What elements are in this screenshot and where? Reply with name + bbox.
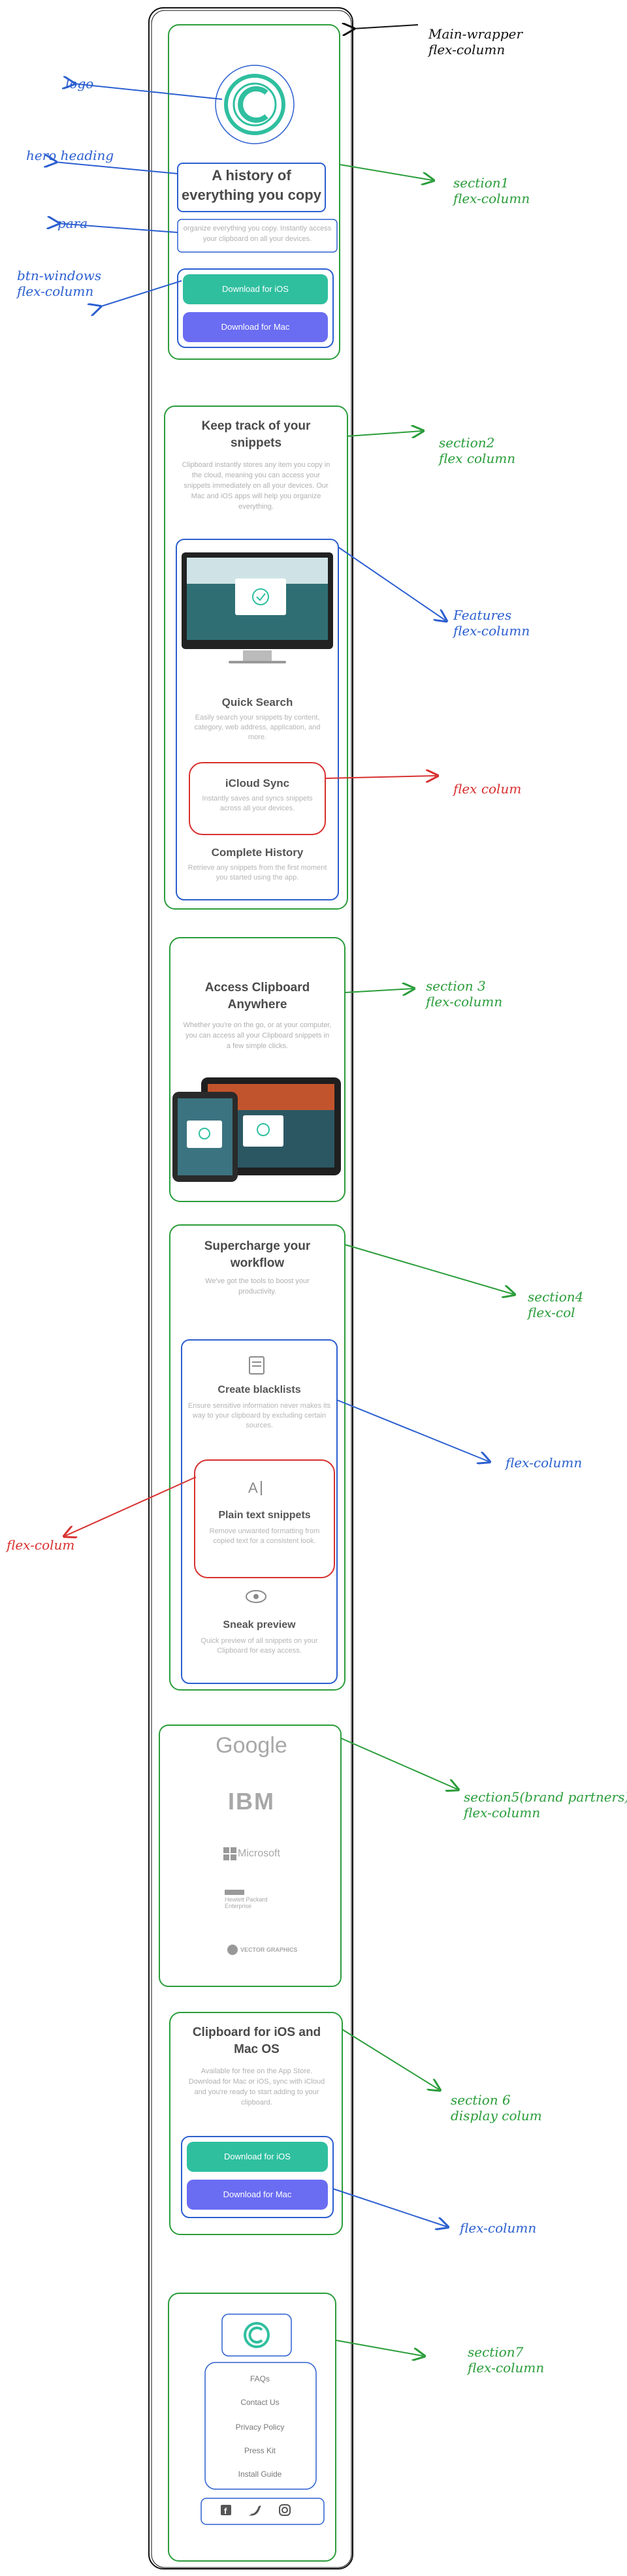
para-outline (177, 219, 338, 253)
footer-logo-icon (244, 2322, 270, 2348)
feature-title-icloud-sync: iCloud Sync (225, 777, 290, 789)
feature-title-complete-history: Complete History (211, 846, 304, 859)
section6-buttons-outline (181, 2136, 334, 2218)
feature-title-quick-search: Quick Search (221, 696, 293, 708)
feature-title-sneak-preview: Sneak preview (223, 1619, 296, 1630)
annotation-flex-colum-plain-text: flex-colum (7, 1537, 75, 1553)
microsoft-logo-icon (223, 1847, 236, 1860)
brand-microsoft: Microsoft (238, 1848, 280, 1859)
section2-outline (164, 405, 348, 910)
imac-illustration (182, 552, 333, 663)
section3-para: Whether you're on the go, or at your com… (183, 1021, 332, 1050)
footer-links-outline (204, 2362, 317, 2490)
section4-para: We've got the tools to boost your produc… (205, 1277, 310, 1296)
annotation-flex-colum-icloud: flex colum (453, 781, 522, 797)
annotation-section6: section 6 display colum (451, 2092, 542, 2123)
annotation-section1: section1 flex-column (453, 175, 530, 206)
brand-hpe: Hewlett Packard Enterprise (225, 1896, 268, 1909)
features-outline (176, 539, 339, 900)
icloud-sync-outline (189, 762, 326, 835)
download-mac-button[interactable]: Download for Mac (183, 312, 328, 342)
feature-text-icloud-sync: Instantly saves and syncs snippets acros… (202, 795, 313, 812)
annotation-section4-features: flex-column (506, 1455, 583, 1471)
section6-download-mac-button[interactable]: Download for Mac (187, 2180, 328, 2210)
brand-vector-graphics: VECTOR GRAPHICS (240, 1947, 298, 1953)
annotation-section2: section2 flex column (439, 435, 516, 466)
annotation-section7: section7 flex-column (468, 2344, 545, 2376)
footer-link-contact[interactable]: Contact Us (240, 2398, 280, 2407)
svg-text:A: A (248, 1480, 258, 1496)
annotation-section3: section 3 flex-column (426, 978, 503, 1010)
footer-link-privacy[interactable]: Privacy Policy (235, 2423, 285, 2432)
devices-illustration (172, 1077, 341, 1182)
btn-windows-outline (177, 268, 334, 348)
footer-social-outline (201, 2498, 325, 2525)
annotation-para: para (57, 215, 88, 231)
footer-logo-outline (221, 2314, 292, 2357)
facebook-icon: f (221, 2505, 231, 2516)
hero-heading: A history of everything you copy (182, 167, 321, 203)
section4-features-outline (181, 1339, 338, 1684)
feature-text-sneak-preview: Quick preview of all snippets on your Cl… (201, 1637, 318, 1655)
annotation-main-wrapper: Main-wrapper flex-column (428, 26, 523, 57)
hero-heading-outline (177, 163, 326, 212)
instagram-icon (279, 2504, 291, 2516)
vector-graphics-logo-icon (227, 1945, 238, 1955)
text-icon: A (248, 1480, 262, 1496)
feature-text-quick-search: Easily search your snippets by content, … (194, 714, 321, 741)
twitter-icon (248, 2505, 261, 2516)
section2-para: Clipboard instantly stores any item you … (182, 461, 330, 511)
plain-text-outline (194, 1459, 335, 1578)
section6-download-ios-button[interactable]: Download for iOS (187, 2142, 328, 2172)
hpe-logo-icon (225, 1890, 244, 1895)
footer-link-faqs[interactable]: FAQs (249, 2374, 270, 2383)
annotation-features: Features flex-column (453, 607, 530, 639)
section4-heading: Supercharge your workflow (204, 1239, 311, 1270)
svg-text:f: f (224, 2506, 227, 2516)
download-ios-button[interactable]: Download for iOS (183, 274, 328, 304)
feature-text-complete-history: Retrieve any snippets from the first mom… (187, 864, 327, 882)
feature-text-plain-text-snippets: Remove unwanted formatting from copied t… (209, 1527, 320, 1545)
brand-google: Google (216, 1733, 287, 1758)
annotation-hero-heading: hero heading (26, 148, 114, 163)
section6-heading: Clipboard for iOS and Mac OS (192, 2026, 321, 2056)
feature-text-create-blacklists: Ensure sensitive information never makes… (187, 1402, 331, 1429)
feature-title-plain-text-snippets: Plain text snippets (218, 1510, 311, 1521)
annotation-section4: section4 flex-col (528, 1289, 584, 1320)
hero-para: organize everything you copy. Instantly … (183, 225, 332, 243)
section3-heading: Access Clipboard Anywhere (204, 981, 310, 1011)
section7-outline (168, 2293, 336, 2562)
annotation-section6-buttons: flex-column (460, 2220, 537, 2236)
annotation-btn-windows: btn-windows flex-column (17, 268, 102, 299)
section5-outline (159, 1725, 342, 1987)
section4-outline (169, 1224, 346, 1691)
eye-icon (246, 1590, 266, 1603)
logo-icon (224, 74, 285, 135)
footer-link-install-guide[interactable]: Install Guide (238, 2470, 282, 2479)
annotation-logo: logo (65, 76, 94, 91)
section6-outline (169, 2012, 343, 2235)
section1-outline (168, 24, 340, 360)
section2-heading: Keep track of your snippets (201, 419, 311, 450)
feature-title-create-blacklists: Create blacklists (217, 1384, 301, 1395)
logo-outline (215, 65, 295, 144)
blacklist-icon (249, 1356, 265, 1375)
section3-outline (169, 937, 346, 1202)
annotation-section5: section5(brand partners) flex-column (464, 1789, 627, 1821)
main-wrapper-outline (148, 7, 353, 2569)
brand-ibm: IBM (228, 1788, 275, 1815)
footer-link-press-kit[interactable]: Press Kit (244, 2446, 276, 2455)
section6-para: Available for free on the App Store. Dow… (188, 2067, 325, 2107)
